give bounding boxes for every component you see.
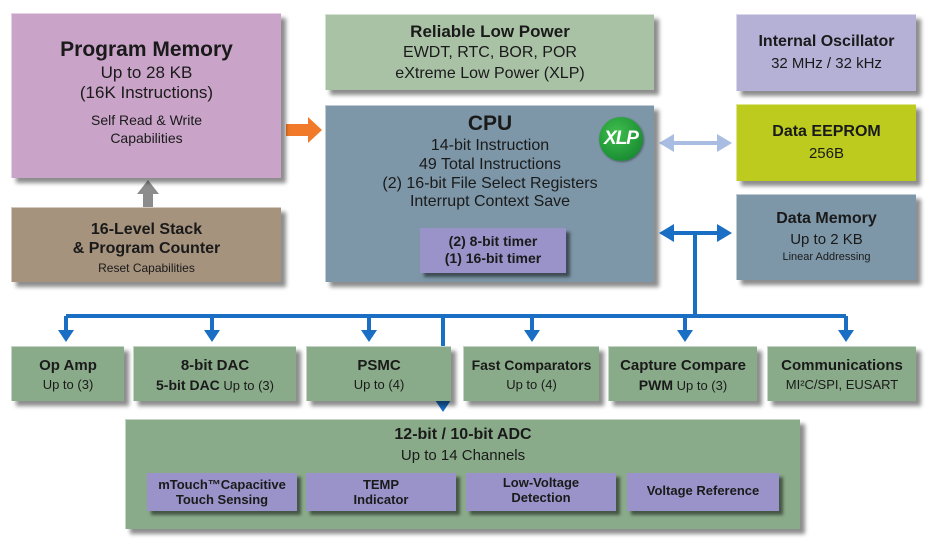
mtouch-box: mTouch™Capacitive Touch Sensing: [147, 473, 297, 511]
eeprom-size: 256B: [808, 144, 845, 162]
cpu-title: CPU: [467, 112, 513, 135]
temp-box: TEMP Indicator: [306, 473, 456, 511]
dac-sub-line: 5-bit DAC Up to (3): [134, 377, 296, 394]
lvd-line-1: Low-Voltage: [502, 475, 580, 490]
vref-box: Voltage Reference: [627, 473, 779, 511]
comms-title: Communications: [781, 357, 903, 374]
oscillator-frequency: 32 MHz / 32 kHz: [771, 54, 882, 72]
cpu-line-4: Interrupt Context Save: [409, 193, 571, 211]
mtouch-line-1: mTouch™Capacitive: [158, 477, 286, 492]
program-memory-feature-1: Self Read & Write: [90, 111, 202, 128]
op-amp-title: Op Amp: [39, 357, 97, 374]
vref-label: Voltage Reference: [646, 483, 760, 498]
data-memory-title: Data Memory: [776, 210, 877, 227]
low-power-block: Reliable Low Power EWDT, RTC, BOR, POR e…: [325, 14, 654, 90]
low-power-line-1: EWDT, RTC, BOR, POR: [403, 44, 577, 62]
xlp-logo-icon: XLP: [599, 117, 643, 161]
op-amp-count: Up to (3): [42, 376, 94, 392]
comparators-title: Fast Comparators: [471, 357, 592, 373]
cpu-line-3: (2) 16-bit File Select Registers: [382, 174, 598, 192]
low-power-line-2: eXtreme Low Power (XLP): [395, 64, 585, 82]
timer-16bit: (1) 16-bit timer: [444, 249, 542, 266]
program-memory-to-cpu-arrow: [286, 117, 322, 143]
dac-title: 8-bit DAC: [180, 357, 250, 374]
cpu-timers-box: (2) 8-bit timer (1) 16-bit timer: [420, 228, 566, 273]
temp-line-1: TEMP: [362, 477, 400, 492]
program-memory-block: Program Memory Up to 28 KB (16K Instruct…: [11, 13, 281, 178]
cpu-eeprom-arrow: [659, 134, 732, 152]
program-memory-size: Up to 28 KB: [100, 62, 193, 82]
ccp-count: Up to (3): [673, 377, 728, 393]
oscillator-block: Internal Oscillator 32 MHz / 32 kHz: [736, 14, 916, 91]
ccp-title: Capture Compare: [620, 357, 746, 374]
data-memory-block: Data Memory Up to 2 KB Linear Addressing: [736, 194, 916, 280]
adc-channels: Up to 14 Channels: [400, 446, 526, 464]
op-amp-block: Op Amp Up to (3): [11, 346, 124, 401]
low-power-title: Reliable Low Power: [410, 22, 570, 41]
cpu-line-2: 49 Total Instructions: [418, 155, 561, 173]
eeprom-block: Data EEPROM 256B: [736, 104, 916, 181]
stack-line-2: Reset Capabilities: [98, 260, 195, 275]
program-memory-feature-2: Capabilities: [110, 130, 183, 147]
program-memory-title: Program Memory: [60, 38, 233, 61]
data-memory-size: Up to 2 KB: [790, 230, 863, 248]
mtouch-line-2: Touch Sensing: [175, 492, 269, 508]
psmc-count: Up to (4): [353, 376, 405, 392]
temp-line-2: Indicator: [353, 492, 409, 508]
psmc-block: PSMC Up to (4): [306, 346, 451, 401]
psmc-title: PSMC: [357, 357, 401, 374]
timer-8bit: (2) 8-bit timer: [448, 233, 538, 249]
stack-line-1: & Program Counter: [72, 239, 221, 257]
comms-protocols: MI²C/SPI, EUSART: [785, 376, 899, 392]
pwm-label: PWM: [638, 376, 674, 393]
stack-title: 16-Level Stack: [90, 221, 203, 238]
ccp-sub-line: PWM Up to (3): [609, 377, 757, 394]
dac-5bit-label: 5-bit DAC: [156, 376, 220, 393]
adc-title: 12-bit / 10-bit ADC: [394, 426, 532, 443]
lvd-box: Low-Voltage Detection: [466, 473, 616, 511]
oscillator-title: Internal Oscillator: [758, 33, 895, 50]
data-memory-addressing: Linear Addressing: [782, 250, 871, 263]
lvd-line-2: Detection: [511, 490, 571, 506]
dac-block: 8-bit DAC 5-bit DAC Up to (3): [133, 346, 296, 401]
cpu-data-memory-bus: [659, 224, 732, 318]
stack-to-program-memory-arrow: [137, 180, 159, 207]
cpu-line-1: 14-bit Instruction: [430, 136, 550, 154]
eeprom-title: Data EEPROM: [772, 123, 881, 140]
dac-count: Up to (3): [219, 377, 274, 393]
peripheral-bus-arrowheads: [58, 330, 854, 412]
program-memory-instructions: (16K Instructions): [79, 82, 214, 102]
stack-block: 16-Level Stack & Program Counter Reset C…: [11, 207, 281, 282]
comparators-block: Fast Comparators Up to (4): [463, 346, 599, 401]
comparators-count: Up to (4): [506, 376, 557, 392]
ccp-block: Capture Compare PWM Up to (3): [608, 346, 757, 401]
comms-block: Communications MI²C/SPI, EUSART: [767, 346, 916, 401]
